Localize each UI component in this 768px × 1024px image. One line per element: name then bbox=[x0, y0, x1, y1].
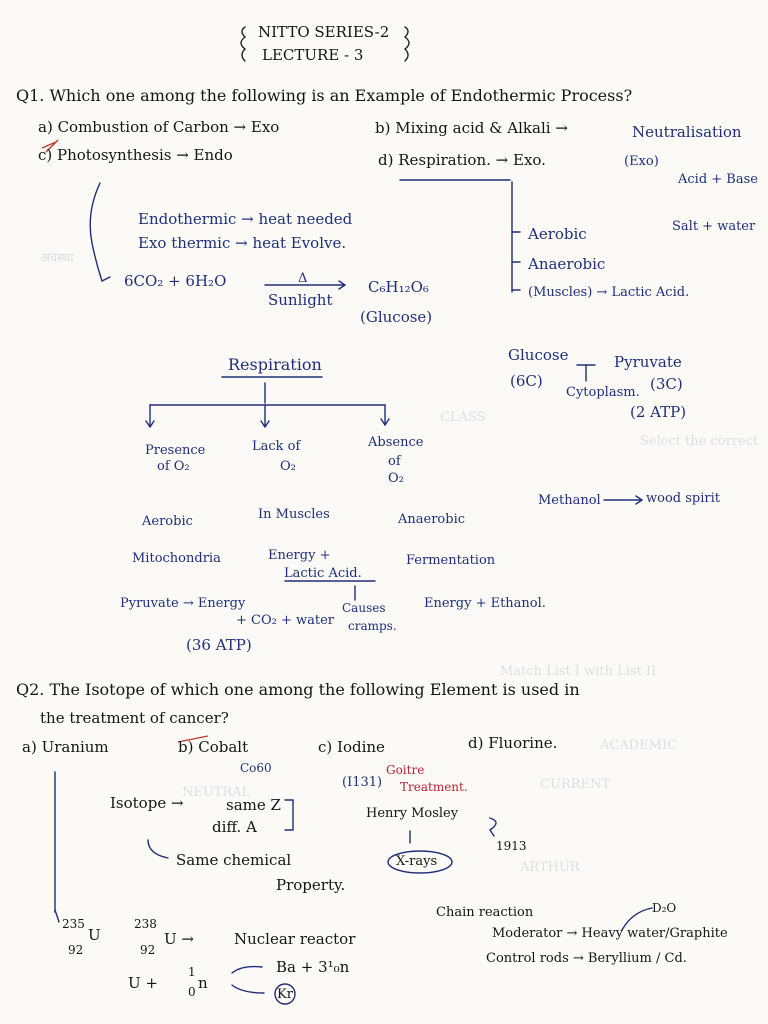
presence-co2: + CO₂ + water bbox=[236, 613, 335, 628]
lack-l1: Lack of bbox=[252, 439, 301, 454]
lack-causes: Causes bbox=[342, 601, 386, 615]
q2-option-a: a) Uranium bbox=[22, 738, 109, 756]
bleed-text: अवस्था bbox=[40, 251, 74, 266]
neutron-charge: 0 bbox=[188, 985, 196, 999]
q1-option-d: d) Respiration. → Exo. bbox=[378, 151, 546, 169]
x-rays: X-rays bbox=[396, 854, 438, 869]
gly-pyruvate: Pyruvate bbox=[614, 353, 682, 371]
resp-muscles: (Muscles) → Lactic Acid. bbox=[528, 285, 690, 300]
d2o: D₂O bbox=[652, 901, 677, 915]
presence-aerobic: Aerobic bbox=[142, 514, 193, 529]
q2-option-c: c) Iodine bbox=[318, 738, 385, 756]
bleed-text: Select the correct bbox=[640, 434, 759, 449]
wood-spirit: wood spirit bbox=[646, 491, 720, 506]
absence-anaerobic: Anaerobic bbox=[398, 512, 466, 527]
bleed-text: CLASS bbox=[440, 410, 486, 425]
henry-mosley: Henry Mosley bbox=[366, 806, 459, 821]
u235-symbol: U bbox=[88, 926, 101, 944]
q2-i131: (I131) bbox=[342, 775, 383, 790]
header-lecture: LECTURE - 3 bbox=[262, 46, 364, 64]
gly-glucose: Glucose bbox=[508, 346, 569, 364]
resp-anaerobic: Anaerobic bbox=[528, 255, 606, 273]
property: Property. bbox=[276, 876, 346, 894]
neutral-salt-water: Salt + water bbox=[672, 219, 756, 234]
neutron-mass: 1 bbox=[188, 965, 196, 979]
absence-l1: Absence bbox=[368, 435, 424, 450]
eq-delta: Δ bbox=[298, 271, 308, 286]
diff-a: diff. A bbox=[212, 818, 257, 836]
fission-products: Ba + 3¹₀n bbox=[276, 958, 350, 976]
lack-energy: Energy + bbox=[268, 548, 331, 563]
q2-option-b: b) Cobalt bbox=[178, 738, 249, 756]
note-exothermic: Exo thermic → heat Evolve. bbox=[138, 234, 347, 252]
q2-option-d: d) Fluorine. bbox=[468, 734, 558, 752]
presence-mito: Mitochondria bbox=[132, 551, 221, 566]
u238-atomic: 92 bbox=[140, 943, 156, 957]
lack-l2: O₂ bbox=[280, 459, 296, 474]
gly-atp: (2 ATP) bbox=[630, 403, 687, 421]
fission-left: U + bbox=[128, 974, 158, 992]
presence-l2: of O₂ bbox=[157, 459, 190, 474]
chain-reaction: Chain reaction bbox=[436, 905, 534, 920]
q2-co60: Co60 bbox=[240, 761, 272, 775]
gly-cytoplasm: Cytoplasm. bbox=[566, 385, 640, 400]
respiration-title: Respiration bbox=[228, 355, 322, 374]
absence-fermentation: Fermentation bbox=[406, 553, 496, 568]
eq-sunlight: Sunlight bbox=[268, 291, 333, 309]
bleed-text: Match List I with List II bbox=[500, 664, 657, 679]
header-series: NITTO SERIES-2 bbox=[258, 23, 390, 41]
u235-mass: 235 bbox=[62, 917, 85, 931]
gly-3c: (3C) bbox=[650, 375, 683, 393]
resp-aerobic: Aerobic bbox=[528, 225, 587, 243]
u238-symbol: U → bbox=[164, 930, 194, 948]
same-z: same Z bbox=[226, 796, 281, 814]
control-rods: Control rods → Beryllium / Cd. bbox=[486, 951, 687, 966]
neutral-exo: (Exo) bbox=[624, 154, 659, 169]
bleed-text: NEUTRAL bbox=[182, 785, 251, 800]
isotope-label: Isotope → bbox=[110, 794, 184, 812]
absence-l3: O₂ bbox=[388, 471, 404, 486]
eq-right: C₆H₁₂O₆ bbox=[368, 278, 429, 296]
q1-option-a: a) Combustion of Carbon → Exo bbox=[38, 118, 280, 136]
absence-l2: of bbox=[388, 454, 401, 469]
gly-6c: (6C) bbox=[510, 372, 543, 390]
lack-cramps: cramps. bbox=[348, 619, 397, 633]
u238-mass: 238 bbox=[134, 917, 157, 931]
neutral-acid-base: Acid + Base bbox=[678, 172, 758, 187]
u235-atomic: 92 bbox=[68, 943, 84, 957]
presence-l1: Presence bbox=[145, 443, 206, 458]
q1-option-c: c) Photosynthesis → Endo bbox=[38, 146, 233, 164]
bleed-text: ARTHUR bbox=[520, 860, 580, 875]
presence-atp: (36 ATP) bbox=[186, 636, 252, 654]
bleed-text: ACADEMIC bbox=[600, 738, 678, 753]
note-endothermic: Endothermic → heat needed bbox=[138, 210, 353, 228]
bleed-text: CURRENT bbox=[540, 777, 611, 792]
presence-pyruvate: Pyruvate → Energy bbox=[120, 596, 246, 611]
q2-question-1: Q2. The Isotope of which one among the f… bbox=[16, 680, 580, 699]
lack-lactic: Lactic Acid. bbox=[284, 566, 362, 581]
krypton: Kr bbox=[277, 987, 293, 1002]
methanol: Methanol bbox=[538, 493, 601, 508]
eq-glucose: (Glucose) bbox=[360, 308, 433, 326]
q2-question-2: the treatment of cancer? bbox=[40, 709, 229, 727]
moderator: Moderator → Heavy water/Graphite bbox=[492, 926, 728, 941]
absence-energy: Energy + Ethanol. bbox=[424, 596, 546, 611]
neutron-symbol: n bbox=[198, 974, 208, 992]
q1-neutralisation: Neutralisation bbox=[632, 123, 742, 141]
q2-goitre: Goitre bbox=[386, 763, 425, 777]
q1-option-b: b) Mixing acid & Alkali → bbox=[375, 119, 568, 137]
nuclear-reactor: Nuclear reactor bbox=[234, 930, 356, 948]
q1-question: Q1. Which one among the following is an … bbox=[16, 86, 633, 105]
same-chemical: Same chemical bbox=[176, 851, 292, 869]
q2-treatment: Treatment. bbox=[400, 780, 468, 794]
year-1913: 1913 bbox=[496, 839, 527, 853]
eq-left: 6CO₂ + 6H₂O bbox=[124, 272, 227, 290]
lack-muscles: In Muscles bbox=[258, 507, 330, 522]
